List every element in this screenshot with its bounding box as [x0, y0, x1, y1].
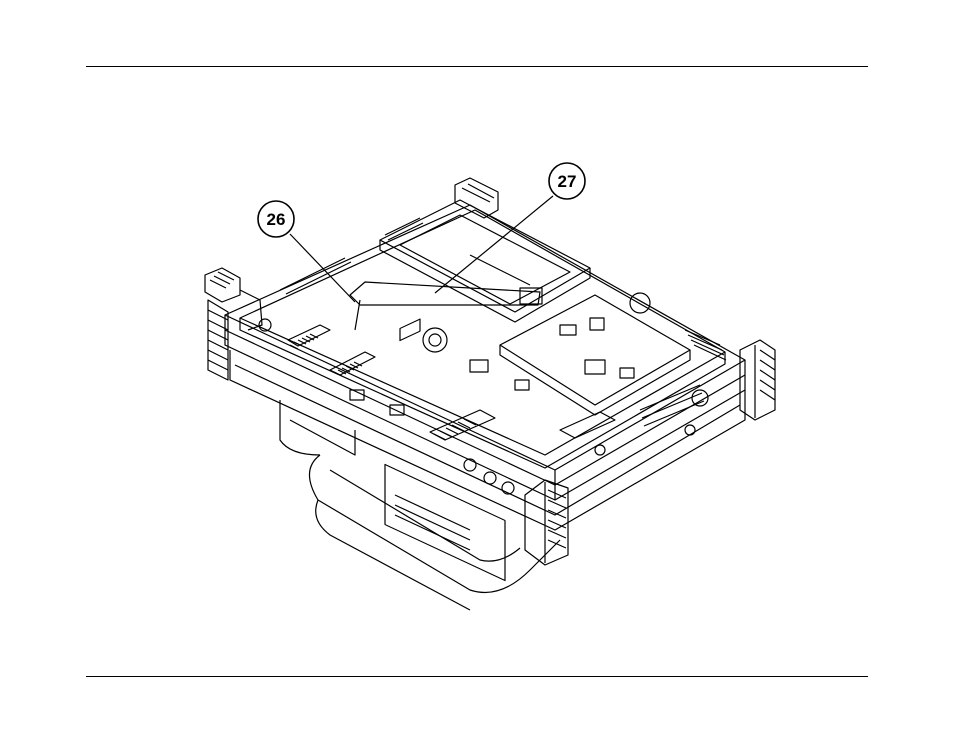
callout-26: 26	[258, 201, 294, 237]
callout-26-label: 26	[267, 210, 286, 229]
leader-line-26	[290, 234, 355, 302]
front-corner-bumper	[525, 480, 568, 565]
battery-pack	[280, 400, 560, 610]
back-corner-bumper	[455, 178, 498, 218]
upper-module	[380, 200, 590, 322]
components	[259, 218, 708, 494]
ribbon-cable	[350, 282, 542, 330]
callout-27: 27	[549, 163, 585, 199]
callout-27-label: 27	[558, 172, 577, 191]
